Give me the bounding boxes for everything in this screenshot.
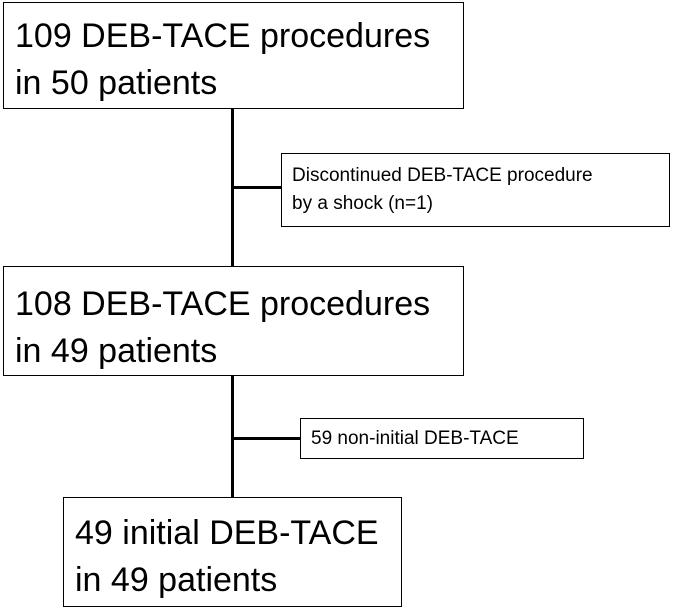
vertical-connector-2 xyxy=(231,376,234,497)
flow-box-text-line: in 49 patients xyxy=(15,332,218,370)
branch-connector-2 xyxy=(231,437,300,440)
flow-box-initial-deb-tace: 49 initial DEB-TACE in 49 patients xyxy=(63,497,402,607)
exclusion-box-non-initial: 59 non-initial DEB-TACE xyxy=(300,418,584,459)
flow-box-text-line: in 49 patients xyxy=(75,561,278,599)
exclusion-text-line: by a shock (n=1) xyxy=(292,193,433,214)
flow-box-initial-procedures: 109 DEB-TACE procedures in 50 patients xyxy=(3,2,464,109)
flow-box-text-line: in 50 patients xyxy=(15,64,218,102)
exclusion-text-line: 59 non-initial DEB-TACE xyxy=(311,428,519,449)
branch-connector-1 xyxy=(231,186,281,189)
flow-box-text-line: 49 initial DEB-TACE xyxy=(75,514,379,552)
flow-box-remaining-procedures: 108 DEB-TACE procedures in 49 patients xyxy=(3,266,464,376)
exclusion-box-discontinued: Discontinued DEB-TACE procedure by a sho… xyxy=(281,153,670,227)
flow-box-text-line: 109 DEB-TACE procedures xyxy=(15,17,431,55)
exclusion-text-line: Discontinued DEB-TACE procedure xyxy=(292,165,593,186)
flow-box-text-line: 108 DEB-TACE procedures xyxy=(15,285,431,323)
